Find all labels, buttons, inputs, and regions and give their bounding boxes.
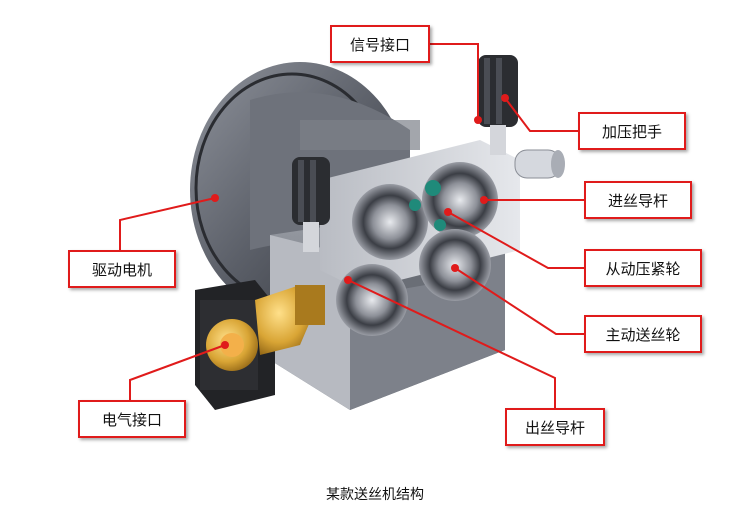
leader-driven-press-wheel (447, 211, 584, 269)
leader-drive-feed-wheel (454, 267, 584, 335)
leader-outlet-guide-rod (347, 279, 556, 408)
electrical-connector (195, 280, 325, 410)
label-drive-motor: 驱动电机 (68, 250, 176, 288)
leader-pressure-handle (504, 97, 578, 132)
leader-signal-port (430, 43, 479, 120)
dot-signal-port (474, 116, 482, 124)
label-pressure-handle: 加压把手 (578, 112, 686, 150)
label-drive-feed-wheel: 主动送丝轮 (584, 315, 702, 353)
dot-electrical-port (221, 341, 229, 349)
label-outlet-guide-rod: 出丝导杆 (505, 408, 605, 446)
label-feed-guide-rod: 进丝导杆 (584, 181, 692, 219)
dot-drive-feed-wheel (451, 264, 459, 272)
feed-guide-tube (514, 149, 565, 179)
figure-caption: 某款送丝机结构 (326, 487, 424, 503)
dot-drive-motor (211, 194, 219, 202)
callout-dots (211, 94, 509, 349)
pressure-knobs (292, 55, 518, 252)
leader-electrical-port (129, 344, 226, 400)
dot-outlet-guide-rod (344, 276, 352, 284)
dot-pressure-handle (501, 94, 509, 102)
roller-plate (320, 140, 520, 336)
leader-drive-motor (119, 197, 216, 250)
dot-driven-press-wheel (444, 208, 452, 216)
dot-feed-guide-rod (480, 196, 488, 204)
callout-leaders (119, 43, 584, 408)
label-signal-port: 信号接口 (330, 25, 430, 63)
label-driven-press-wheel: 从动压紧轮 (584, 249, 702, 287)
label-electrical-port: 电气接口 (78, 400, 186, 438)
